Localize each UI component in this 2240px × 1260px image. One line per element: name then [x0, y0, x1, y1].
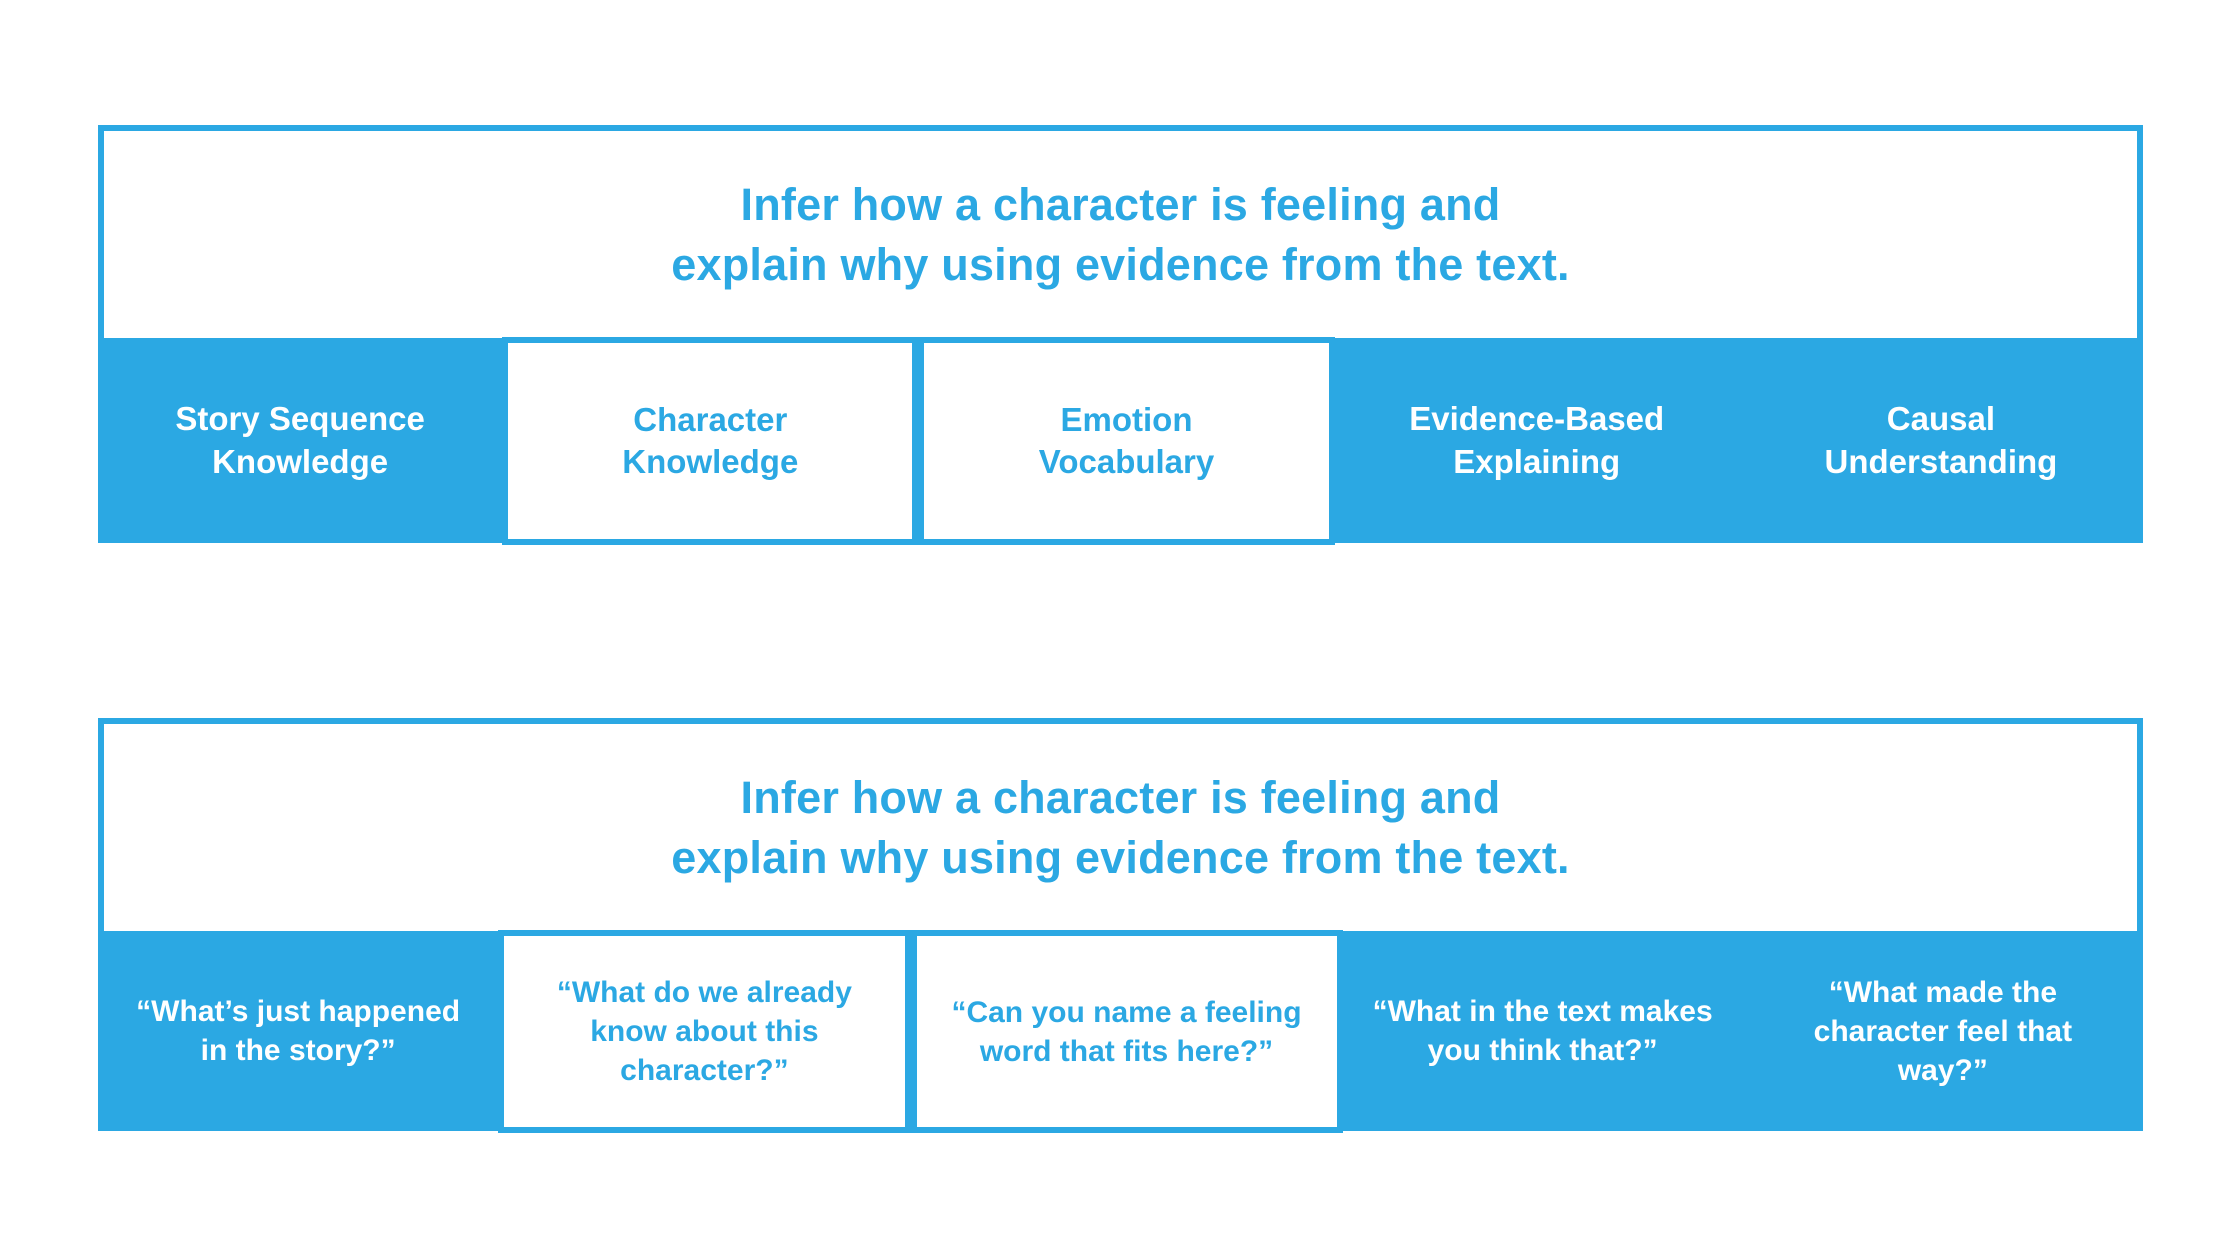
concept-cell-label: Causal Understanding: [1824, 400, 2058, 480]
concept-cell-evidence-based-explaining[interactable]: Evidence-Based Explaining: [1334, 338, 1739, 543]
question-cell-label: “What in the text makes you think that?”: [1372, 995, 1713, 1067]
question-cell-label: “Can you name a feeling word that fits h…: [951, 995, 1302, 1068]
concept-cell-label: Story Sequence Knowledge: [175, 400, 425, 480]
concept-breakdown-panel: Infer how a character is feeling and exp…: [98, 125, 2144, 545]
concept-cell-label: Emotion Vocabulary: [1038, 400, 1215, 480]
question-cell-row: “What’s just happened in the story?” “Wh…: [98, 930, 2143, 1133]
concept-cell-character-knowledge[interactable]: Character Knowledge: [502, 337, 919, 545]
question-cell-label: “What made the character feel that way?”: [1813, 975, 2073, 1087]
concept-panel-title-box: Infer how a character is feeling and exp…: [98, 125, 2143, 338]
concept-cell-story-sequence-knowledge[interactable]: Story Sequence Knowledge: [98, 338, 503, 543]
question-cell-emotion-vocabulary[interactable]: “Can you name a feeling word that fits h…: [910, 930, 1343, 1133]
question-cell-label: “What’s just happened in the story?”: [136, 995, 461, 1067]
concept-cell-emotion-vocabulary[interactable]: Emotion Vocabulary: [918, 337, 1335, 545]
question-cell-story-sequence[interactable]: “What’s just happened in the story?”: [98, 931, 499, 1131]
question-cell-character-knowledge[interactable]: “What do we already know about this char…: [498, 930, 911, 1133]
concept-cell-causal-understanding[interactable]: Causal Understanding: [1738, 338, 2144, 543]
question-cell-causal-understanding[interactable]: “What made the character feel that way?”: [1742, 931, 2143, 1131]
question-panel-title: Infer how a character is feeling and exp…: [671, 772, 1570, 883]
concept-cell-row: Story Sequence Knowledge Character Knowl…: [98, 337, 2144, 545]
concept-cell-label: Evidence-Based Explaining: [1409, 400, 1665, 480]
concept-cell-label: Character Knowledge: [622, 400, 799, 480]
question-cell-label: “What do we already know about this char…: [556, 976, 852, 1087]
question-cell-evidence-based[interactable]: “What in the text makes you think that?”: [1342, 931, 1743, 1131]
question-panel-title-box: Infer how a character is feeling and exp…: [98, 718, 2143, 931]
concept-panel-title: Infer how a character is feeling and exp…: [671, 179, 1570, 290]
question-prompts-panel: Infer how a character is feeling and exp…: [98, 718, 2143, 1133]
